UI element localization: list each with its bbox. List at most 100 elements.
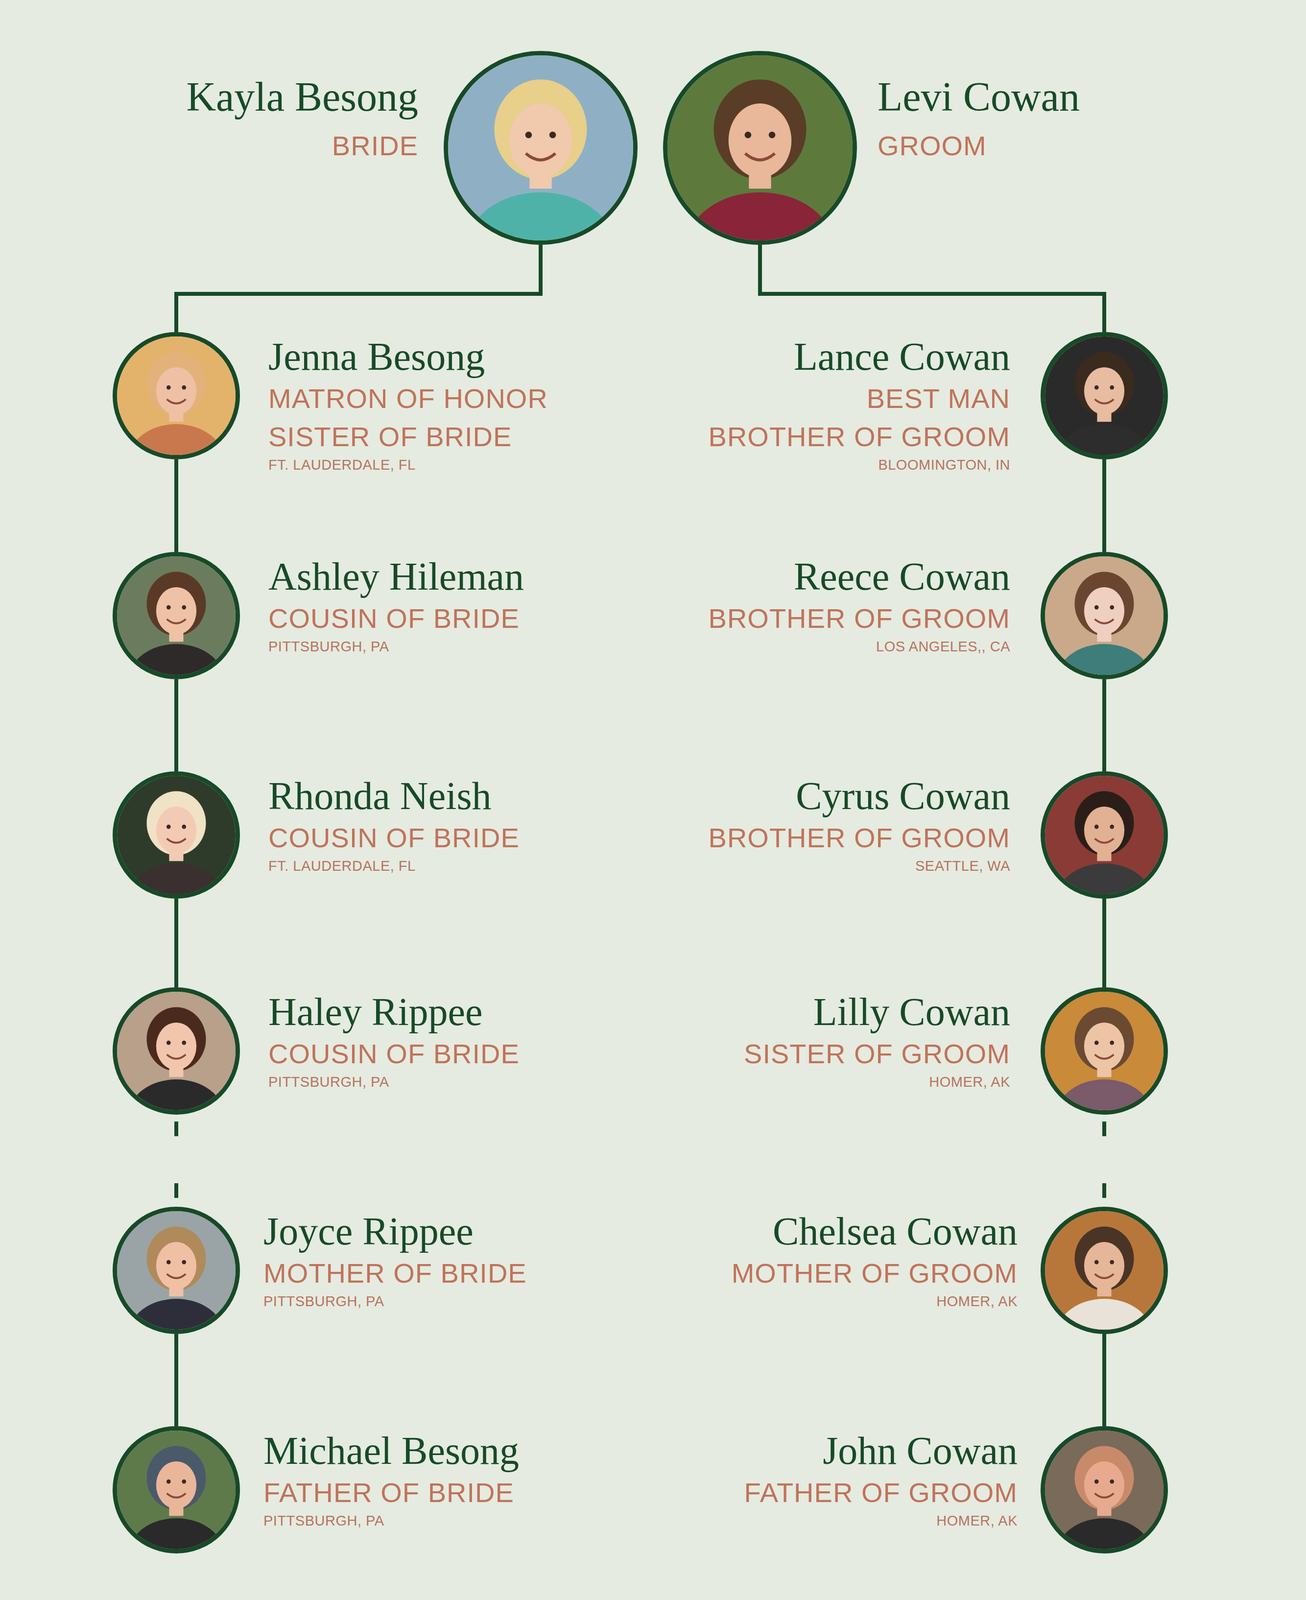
photo-circle bbox=[1040, 771, 1168, 899]
photo-circle bbox=[663, 50, 857, 245]
portrait-illustration bbox=[1044, 1211, 1164, 1330]
photo-circle bbox=[1040, 1206, 1168, 1334]
person-name: Haley Rippee bbox=[268, 988, 520, 1035]
role-label: GROOM bbox=[877, 126, 1080, 166]
portrait-illustration bbox=[117, 1211, 236, 1330]
text-group: Michael BesongFATHER OF BRIDEPITTSBURGH,… bbox=[263, 1427, 520, 1530]
portrait-illustration bbox=[117, 336, 236, 455]
party-member: Jenna BesongMATRON OF HONORSISTER OF BRI… bbox=[112, 332, 240, 460]
connector-line bbox=[174, 679, 179, 772]
portrait-illustration bbox=[1044, 336, 1164, 455]
person-name: Michael Besong bbox=[263, 1427, 520, 1474]
text-group: Joyce RippeeMOTHER OF BRIDEPITTSBURGH, P… bbox=[263, 1208, 527, 1310]
party-member: Lilly CowanSISTER OF GROOMHOMER, AK bbox=[1040, 987, 1168, 1115]
role-label: BROTHER OF GROOM bbox=[708, 417, 1011, 456]
person-name: Cyrus Cowan bbox=[708, 772, 1011, 819]
person-name: John Cowan bbox=[744, 1427, 1018, 1474]
location-label: PITTSBURGH, PA bbox=[263, 1292, 527, 1310]
party-member: John CowanFATHER OF GROOMHOMER, AK bbox=[1040, 1425, 1168, 1554]
role-label: BRIDE bbox=[186, 126, 419, 166]
party-member: Haley RippeeCOUSIN OF BRIDEPITTSBURGH, P… bbox=[112, 987, 240, 1115]
text-group: Cyrus CowanBROTHER OF GROOMSEATTLE, WA bbox=[708, 772, 1011, 875]
connector-line bbox=[1102, 898, 1107, 988]
portrait-illustration bbox=[117, 991, 236, 1111]
connector-line bbox=[1102, 1333, 1107, 1426]
connector-line bbox=[174, 459, 179, 552]
connector-line bbox=[176, 244, 541, 333]
location-label: PITTSBURGH, PA bbox=[263, 1511, 520, 1530]
connector-line bbox=[174, 1333, 179, 1426]
person-name: Lance Cowan bbox=[708, 333, 1011, 380]
party-member: Ashley HilemanCOUSIN OF BRIDEPITTSBURGH,… bbox=[112, 551, 240, 680]
text-group: Ashley HilemanCOUSIN OF BRIDEPITTSBURGH,… bbox=[268, 553, 524, 656]
role-label: MATRON OF HONOR bbox=[268, 379, 548, 418]
location-label: SEATTLE, WA bbox=[708, 856, 1011, 875]
text-group: Lance CowanBEST MANBROTHER OF GROOMBLOOM… bbox=[708, 333, 1011, 474]
location-label: LOS ANGELES,, CA bbox=[708, 637, 1011, 656]
party-member: Lance CowanBEST MANBROTHER OF GROOMBLOOM… bbox=[1040, 332, 1168, 460]
person-name: Jenna Besong bbox=[268, 333, 548, 380]
text-group: Reece CowanBROTHER OF GROOMLOS ANGELES,,… bbox=[708, 553, 1011, 656]
location-label: PITTSBURGH, PA bbox=[268, 1072, 520, 1091]
photo-circle bbox=[443, 50, 638, 245]
role-label: MOTHER OF GROOM bbox=[731, 1254, 1018, 1293]
photo-circle bbox=[112, 987, 240, 1115]
role-label: COUSIN OF BRIDE bbox=[268, 599, 524, 638]
connector-line bbox=[174, 898, 179, 988]
person-name: Rhonda Neish bbox=[268, 772, 520, 819]
role-label: SISTER OF BRIDE bbox=[268, 417, 548, 456]
portrait-illustration bbox=[448, 55, 634, 241]
text-group: John CowanFATHER OF GROOMHOMER, AK bbox=[744, 1427, 1018, 1530]
party-member: Chelsea CowanMOTHER OF GROOMHOMER, AK bbox=[1040, 1206, 1168, 1334]
photo-circle bbox=[1040, 1425, 1168, 1554]
role-label: COUSIN OF BRIDE bbox=[268, 818, 520, 857]
person-name: Kayla Besong bbox=[186, 73, 419, 120]
text-group: Jenna BesongMATRON OF HONORSISTER OF BRI… bbox=[268, 333, 548, 474]
dashed-connector bbox=[1102, 1114, 1107, 1207]
person-name: Chelsea Cowan bbox=[731, 1208, 1018, 1255]
role-label: FATHER OF GROOM bbox=[744, 1473, 1018, 1512]
text-group: Lilly CowanSISTER OF GROOMHOMER, AK bbox=[743, 988, 1011, 1091]
photo-circle bbox=[112, 1425, 240, 1554]
party-member: Joyce RippeeMOTHER OF BRIDEPITTSBURGH, P… bbox=[112, 1206, 240, 1334]
portrait-illustration bbox=[1044, 775, 1164, 895]
role-label: BROTHER OF GROOM bbox=[708, 818, 1011, 857]
party-member: Michael BesongFATHER OF BRIDEPITTSBURGH,… bbox=[112, 1425, 240, 1554]
person-name: Ashley Hileman bbox=[268, 553, 524, 600]
role-label: BEST MAN bbox=[708, 379, 1011, 418]
portrait-illustration bbox=[117, 775, 236, 895]
portrait-illustration bbox=[1044, 556, 1164, 675]
photo-circle bbox=[112, 1206, 240, 1334]
role-label: BROTHER OF GROOM bbox=[708, 599, 1011, 638]
location-label: HOMER, AK bbox=[731, 1292, 1018, 1310]
connector-line bbox=[759, 244, 1105, 333]
location-label: HOMER, AK bbox=[743, 1072, 1011, 1091]
portrait-illustration bbox=[1044, 991, 1164, 1111]
role-label: FATHER OF BRIDE bbox=[263, 1473, 520, 1512]
connector-line bbox=[1102, 679, 1107, 772]
location-label: FT. LAUDERDALE, FL bbox=[268, 455, 548, 474]
dashed-connector bbox=[174, 1114, 179, 1207]
location-label: BLOOMINGTON, IN bbox=[708, 455, 1011, 474]
portrait-illustration bbox=[1044, 1430, 1164, 1549]
party-member: Cyrus CowanBROTHER OF GROOMSEATTLE, WA bbox=[1040, 771, 1168, 899]
couple-member: Kayla BesongBRIDE bbox=[443, 50, 638, 245]
photo-circle bbox=[1040, 551, 1168, 680]
person-name: Lilly Cowan bbox=[743, 988, 1011, 1035]
role-label: COUSIN OF BRIDE bbox=[268, 1034, 520, 1073]
person-name: Joyce Rippee bbox=[263, 1208, 527, 1255]
location-label: PITTSBURGH, PA bbox=[268, 637, 524, 656]
portrait-illustration bbox=[667, 55, 853, 241]
location-label: HOMER, AK bbox=[744, 1511, 1018, 1530]
text-group: Rhonda NeishCOUSIN OF BRIDEFT. LAUDERDAL… bbox=[268, 772, 520, 875]
photo-circle bbox=[112, 551, 240, 680]
text-group: Haley RippeeCOUSIN OF BRIDEPITTSBURGH, P… bbox=[268, 988, 520, 1091]
person-name: Reece Cowan bbox=[708, 553, 1011, 600]
text-group: Levi CowanGROOM bbox=[877, 73, 1080, 166]
photo-circle bbox=[112, 332, 240, 460]
text-group: Kayla BesongBRIDE bbox=[186, 73, 419, 166]
text-group: Chelsea CowanMOTHER OF GROOMHOMER, AK bbox=[731, 1208, 1018, 1310]
role-label: SISTER OF GROOM bbox=[743, 1034, 1011, 1073]
photo-circle bbox=[112, 771, 240, 899]
